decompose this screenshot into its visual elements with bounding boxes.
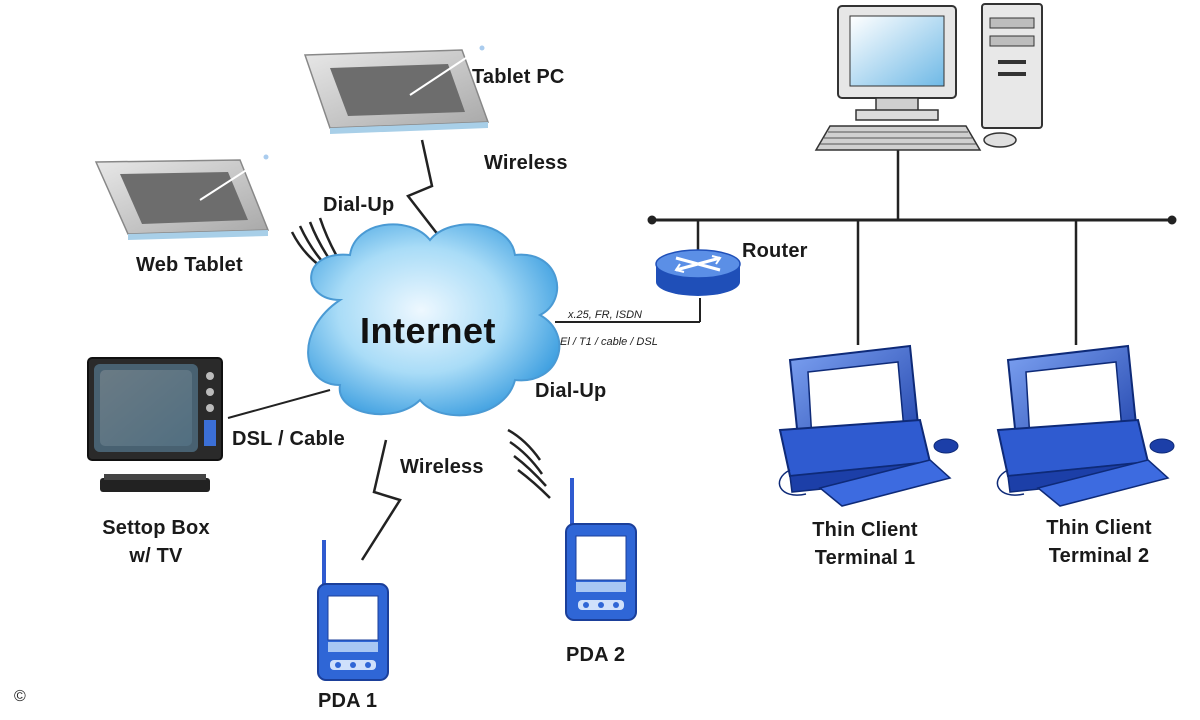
wireless-bolt-top bbox=[406, 139, 443, 241]
wireless-top-label: Wireless bbox=[484, 152, 568, 174]
web-tablet-label: Web Tablet bbox=[136, 254, 243, 276]
router-label: Router bbox=[742, 240, 808, 262]
wireless-bottom-label: Wireless bbox=[400, 456, 484, 478]
thin-client-1-label: Thin Client Terminal 1 bbox=[780, 516, 950, 572]
connection-types-line2: El / T1 / cable / DSL bbox=[560, 336, 658, 348]
dialup-bottom-label: Dial-Up bbox=[535, 380, 607, 402]
thin1-label-line2: Terminal 1 bbox=[814, 547, 916, 569]
thin1-label-line1: Thin Client bbox=[812, 519, 918, 541]
dialup-waves-right bbox=[507, 428, 551, 499]
pda2-label: PDA 2 bbox=[566, 644, 626, 666]
router-icon bbox=[655, 249, 741, 296]
settop-tv-icon bbox=[87, 357, 223, 492]
pda1-icon bbox=[317, 540, 389, 681]
settop-box-label: Settop Box w/ TV bbox=[76, 514, 236, 570]
settop-label-line1: Settop Box bbox=[102, 517, 210, 539]
thin-client-1-icon bbox=[778, 344, 959, 507]
tablet-pc-icon bbox=[303, 45, 490, 134]
internet-label: Internet bbox=[360, 310, 497, 351]
connection-lines bbox=[227, 150, 1177, 419]
settop-label-line2: w/ TV bbox=[129, 545, 183, 567]
pda2-icon bbox=[565, 478, 637, 621]
connection-types-line1: x.25, FR, ISDN bbox=[568, 309, 642, 321]
dsl-cable-line bbox=[227, 389, 331, 419]
thin-client-2-icon bbox=[996, 344, 1175, 507]
wireless-bolt-bottom bbox=[360, 439, 402, 561]
web-tablet-icon bbox=[94, 154, 270, 240]
pda1-label: PDA 1 bbox=[318, 690, 378, 712]
thin2-label-line2: Terminal 2 bbox=[1048, 545, 1150, 567]
tablet-pc-label: Tablet PC bbox=[472, 66, 565, 88]
copyright-mark: © bbox=[14, 688, 26, 705]
internet-cloud bbox=[307, 223, 561, 417]
dialup-top-label: Dial-Up bbox=[323, 194, 395, 216]
dsl-cable-label: DSL / Cable bbox=[232, 428, 345, 450]
desktop-computer-icon bbox=[814, 3, 1043, 151]
thin-client-2-label: Thin Client Terminal 2 bbox=[1014, 514, 1184, 570]
thin2-label-line1: Thin Client bbox=[1046, 517, 1152, 539]
